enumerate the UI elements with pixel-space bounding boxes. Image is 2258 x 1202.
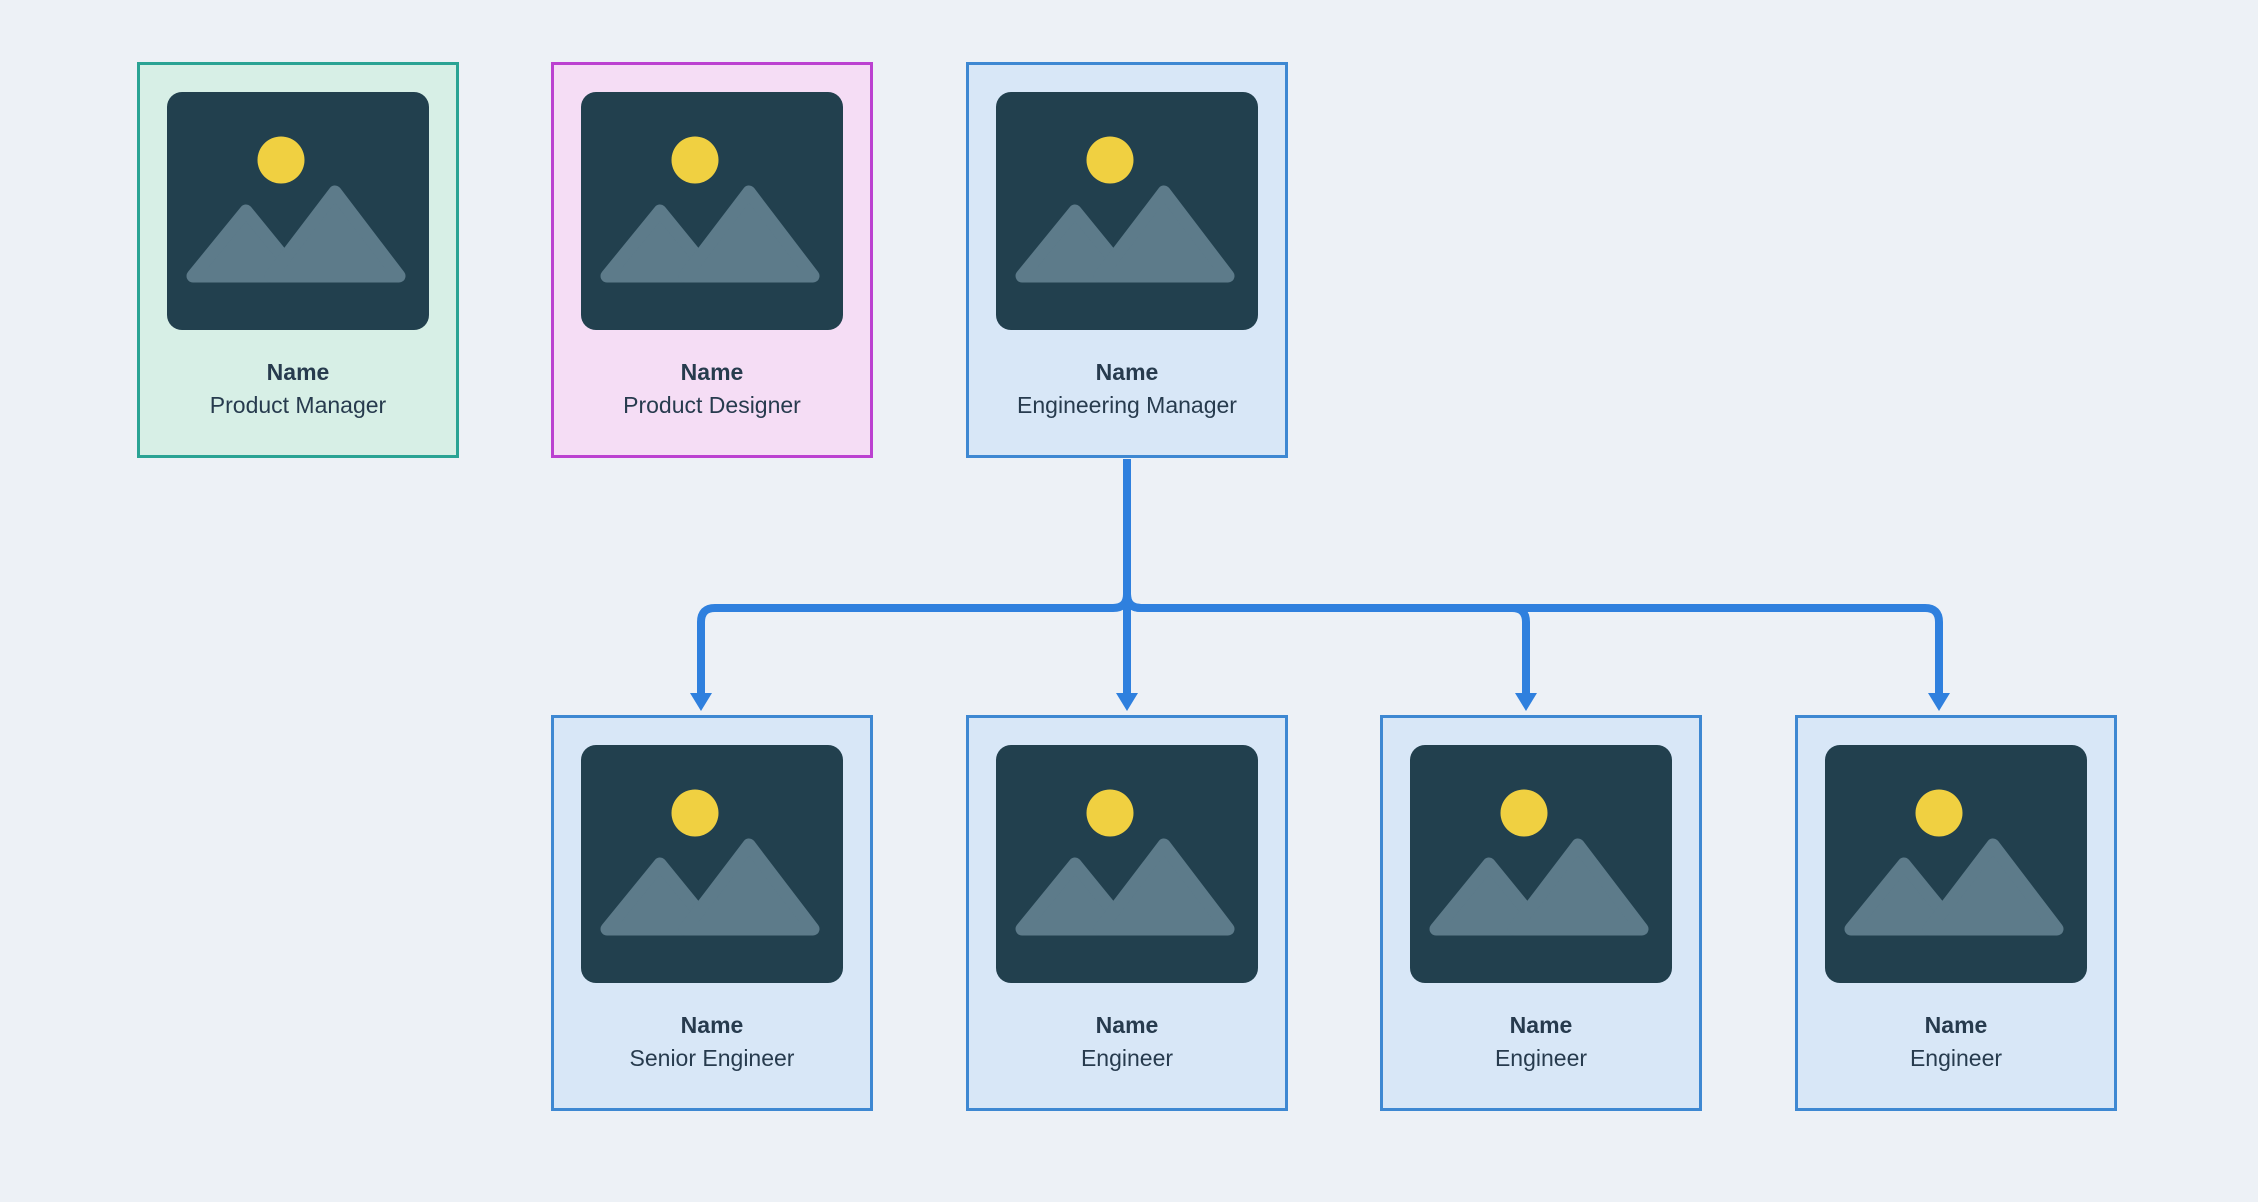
person-role: Engineer: [1494, 1045, 1588, 1071]
connector-edge-engineer-2: [1123, 459, 1530, 695]
mountain-large-icon: [1922, 838, 2064, 936]
image-frame: [581, 92, 843, 330]
arrow-down-icon: [1515, 693, 1537, 711]
sun-icon: [1086, 136, 1134, 184]
mountain-large-icon: [678, 838, 820, 936]
arrow-down-icon: [1116, 693, 1138, 711]
person-name: Name: [1509, 1012, 1573, 1038]
connector-edge-engineer-3: [1123, 459, 1943, 695]
person-role: Engineering Manager: [1017, 392, 1237, 418]
sun-icon: [1915, 789, 1963, 837]
image-placeholder-icon: [1410, 745, 1672, 983]
mountain-small-icon: [1429, 857, 1549, 936]
mountain-small-icon: [186, 204, 306, 283]
person-role: Senior Engineer: [629, 1045, 795, 1071]
person-name: Name: [1924, 1012, 1988, 1038]
image-frame: [1410, 745, 1672, 983]
person-card-product-manager[interactable]: Name Product Manager: [137, 62, 459, 458]
image-frame: [581, 745, 843, 983]
image-frame: [1825, 745, 2087, 983]
connector-edge-senior-engineer: [697, 459, 1131, 695]
person-name: Name: [1095, 359, 1159, 385]
mountain-large-icon: [264, 185, 406, 283]
image-frame: [996, 745, 1258, 983]
image-placeholder-icon: [581, 745, 843, 983]
sun-icon: [671, 789, 719, 837]
person-role: Product Designer: [623, 392, 801, 418]
sun-icon: [1500, 789, 1548, 837]
mountain-small-icon: [600, 204, 720, 283]
image-frame: [996, 92, 1258, 330]
sun-icon: [671, 136, 719, 184]
person-name: Name: [680, 359, 744, 385]
person-card-engineer-2[interactable]: Name Engineer: [1380, 715, 1702, 1111]
sun-icon: [1086, 789, 1134, 837]
mountain-small-icon: [600, 857, 720, 936]
mountain-small-icon: [1015, 204, 1135, 283]
person-role: Engineer: [1909, 1045, 2003, 1071]
mountain-large-icon: [678, 185, 820, 283]
person-card-engineer-1[interactable]: Name Engineer: [966, 715, 1288, 1111]
image-placeholder-icon: [1825, 745, 2087, 983]
arrow-down-icon: [1928, 693, 1950, 711]
person-role: Product Manager: [209, 392, 387, 418]
person-name: Name: [266, 359, 330, 385]
mountain-large-icon: [1507, 838, 1649, 936]
person-card-engineer-3[interactable]: Name Engineer: [1795, 715, 2117, 1111]
image-frame: [167, 92, 429, 330]
person-role: Engineer: [1080, 1045, 1174, 1071]
mountain-small-icon: [1015, 857, 1135, 936]
image-placeholder-icon: [581, 92, 843, 330]
image-placeholder-icon: [996, 92, 1258, 330]
arrow-down-icon: [690, 693, 712, 711]
person-card-engineering-manager[interactable]: Name Engineering Manager: [966, 62, 1288, 458]
mountain-small-icon: [1844, 857, 1964, 936]
mountain-large-icon: [1093, 185, 1235, 283]
person-name: Name: [1095, 1012, 1159, 1038]
image-placeholder-icon: [167, 92, 429, 330]
person-card-product-designer[interactable]: Name Product Designer: [551, 62, 873, 458]
sun-icon: [257, 136, 305, 184]
person-card-senior-engineer[interactable]: Name Senior Engineer: [551, 715, 873, 1111]
image-placeholder-icon: [996, 745, 1258, 983]
person-name: Name: [680, 1012, 744, 1038]
mountain-large-icon: [1093, 838, 1235, 936]
